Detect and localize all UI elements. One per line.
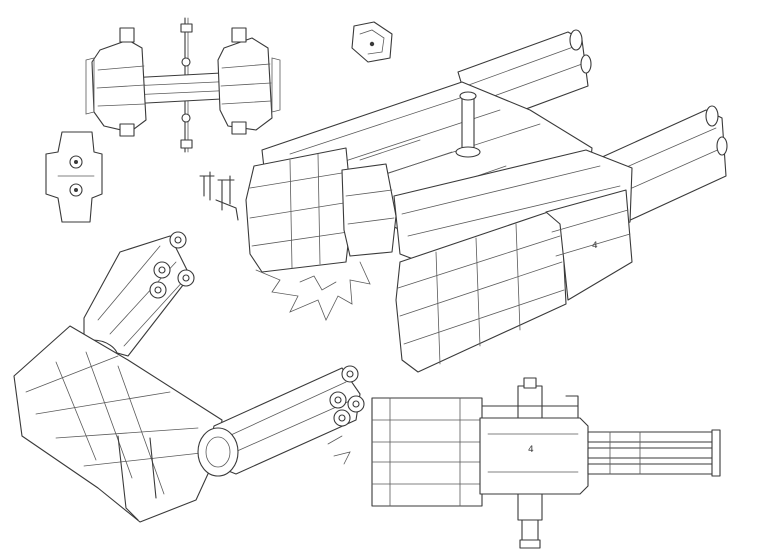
bottom-right-side-view: 4 bbox=[371, 377, 721, 549]
lower-left-gatling-arm bbox=[13, 231, 365, 523]
pod-mark-side: 4 bbox=[528, 445, 534, 455]
loose-parts bbox=[199, 171, 239, 221]
bracket-detail bbox=[351, 21, 393, 63]
main-isometric-weapon: 4 bbox=[245, 29, 728, 373]
pod-mark-main: 4 bbox=[592, 241, 598, 251]
side-view-front bbox=[45, 131, 103, 223]
top-view-twin-pods bbox=[85, 17, 281, 153]
